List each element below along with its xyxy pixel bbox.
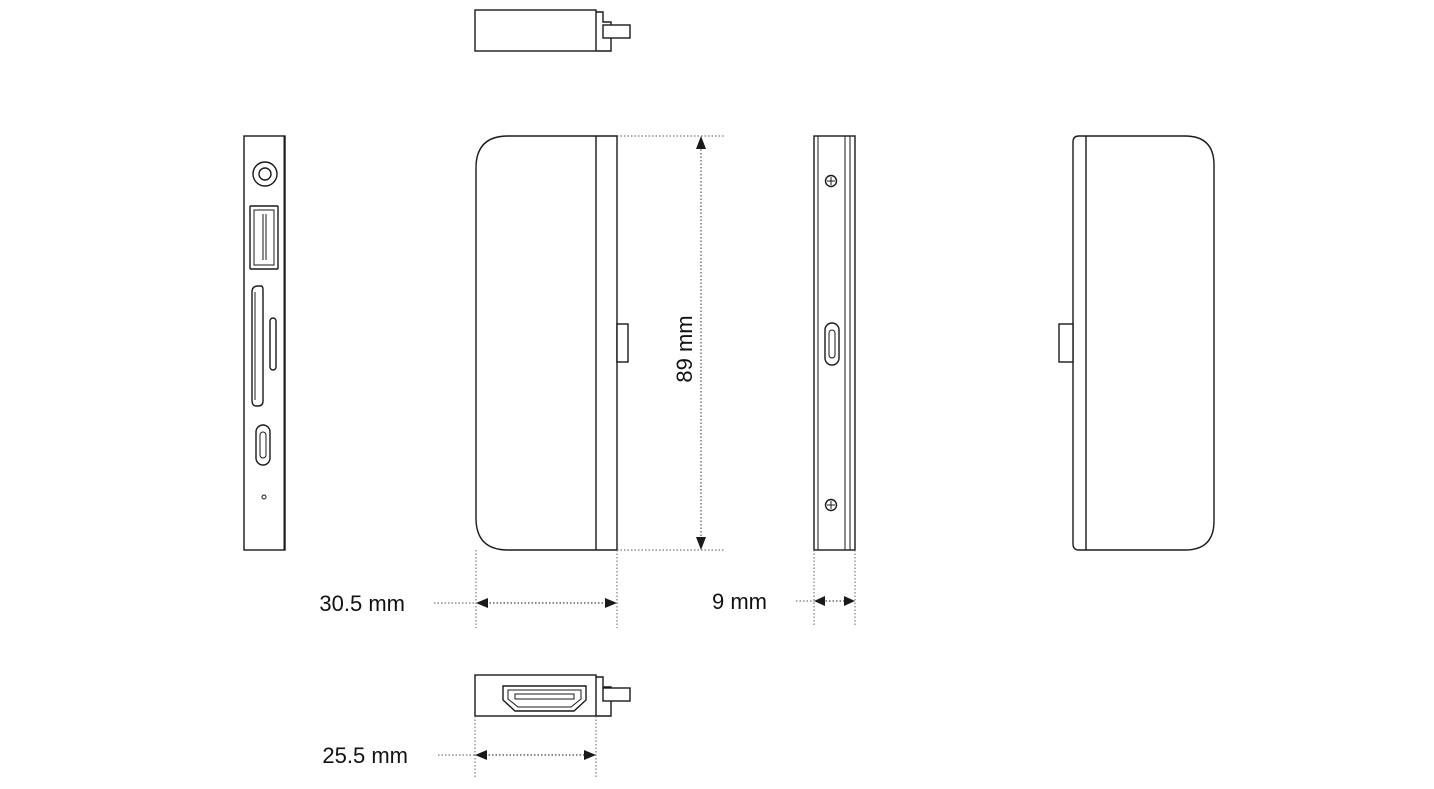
screw-icon <box>824 498 838 512</box>
top-view-body <box>474 9 597 52</box>
width-label: 30.5 mm <box>319 591 405 616</box>
width-without-plug-dimension: 25.5 mm <box>322 716 597 778</box>
bottom-view-body <box>474 674 597 717</box>
hdmi-port-icon <box>502 685 587 712</box>
rear-view-plug <box>1058 323 1074 363</box>
front-view <box>475 135 629 551</box>
screw-icon <box>824 174 838 188</box>
length-dimension: 89 mm <box>617 135 725 551</box>
bottom-view-step <box>596 676 612 717</box>
rear-view <box>1058 135 1215 551</box>
thickness-label: 9 mm <box>712 589 767 614</box>
audio-jack-icon <box>252 161 278 187</box>
usb-c-port-icon <box>255 424 271 466</box>
back-view <box>813 135 856 551</box>
front-view-plug <box>616 323 629 363</box>
arrow-left-icon <box>476 598 488 608</box>
arrow-left-icon <box>814 596 825 606</box>
left-side-body <box>243 135 286 551</box>
top-view-plug <box>602 24 631 39</box>
thickness-dimension: 9 mm <box>712 550 856 626</box>
led-indicator-icon <box>261 494 267 500</box>
front-view-body <box>475 135 618 551</box>
usb-c-port-icon <box>824 322 840 366</box>
arrow-right-icon <box>844 596 855 606</box>
arrow-right-icon <box>584 750 596 760</box>
rear-view-body <box>1072 135 1215 551</box>
length-label: 89 mm <box>672 315 697 382</box>
arrow-down-icon <box>696 537 706 550</box>
top-view-step <box>596 11 612 52</box>
width-dimension: 30.5 mm <box>319 550 618 628</box>
usb-a-port-icon <box>249 205 279 270</box>
bottom-view-plug <box>602 687 631 702</box>
width-without-plug-label: 25.5 mm <box>322 743 408 768</box>
arrow-right-icon <box>605 598 617 608</box>
sd-card-slot-icon <box>251 285 264 407</box>
arrow-up-icon <box>696 136 706 149</box>
bottom-view <box>474 674 631 717</box>
arrow-left-icon <box>475 750 487 760</box>
microsd-slot-icon <box>269 317 277 371</box>
top-view <box>474 9 631 52</box>
left-side-view <box>243 135 286 551</box>
